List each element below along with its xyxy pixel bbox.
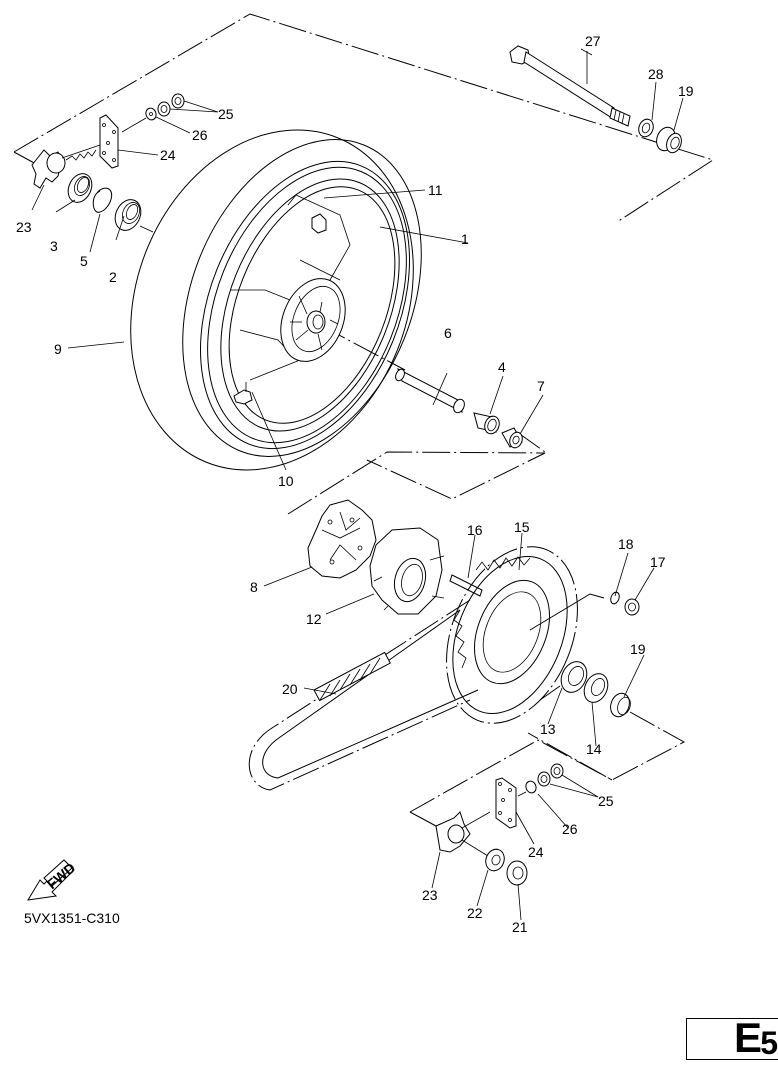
clutch-hub[interactable] bbox=[369, 527, 445, 615]
assembly-boundary-top bbox=[13, 13, 715, 223]
spacer-tube[interactable] bbox=[394, 367, 467, 415]
callout-18[interactable]: 18 bbox=[618, 536, 634, 552]
callout-26-upper[interactable]: 26 bbox=[192, 127, 208, 143]
adjuster-washer-right[interactable] bbox=[524, 780, 538, 795]
callout-22[interactable]: 22 bbox=[467, 905, 483, 921]
callout-11[interactable]: 11 bbox=[428, 182, 443, 198]
callout-19-left[interactable]: 19 bbox=[678, 83, 694, 99]
callout-19-right[interactable]: 19 bbox=[630, 641, 646, 657]
adjuster-washer-left[interactable] bbox=[144, 107, 158, 122]
leader-lines bbox=[31, 48, 684, 921]
axle-nut[interactable] bbox=[506, 860, 528, 886]
callout-17[interactable]: 17 bbox=[650, 554, 666, 570]
forward-arrow-icon: FWD bbox=[27, 859, 79, 901]
adjuster-nut-left-2[interactable] bbox=[171, 93, 185, 109]
section-letter: E bbox=[733, 1014, 762, 1061]
callout-1[interactable]: 1 bbox=[461, 231, 469, 247]
callout-26-lower[interactable]: 26 bbox=[562, 821, 578, 837]
balance-weight[interactable] bbox=[311, 213, 327, 234]
rear-wheel-rim[interactable] bbox=[161, 130, 450, 479]
assembly-boundary-middle bbox=[287, 451, 546, 515]
callout-24-lower[interactable]: 24 bbox=[528, 844, 544, 860]
callout-23-lower[interactable]: 23 bbox=[422, 887, 438, 903]
callout-10[interactable]: 10 bbox=[278, 473, 294, 489]
callout-23-upper[interactable]: 23 bbox=[16, 219, 32, 235]
adjuster-plate-right[interactable] bbox=[495, 777, 517, 829]
tire[interactable] bbox=[81, 87, 466, 513]
oil-seal-left[interactable] bbox=[64, 170, 97, 206]
valve[interactable] bbox=[233, 382, 253, 405]
callout-27[interactable]: 27 bbox=[585, 33, 601, 49]
callout-14[interactable]: 14 bbox=[586, 741, 602, 757]
callout-12[interactable]: 12 bbox=[306, 611, 322, 627]
bearing-right[interactable] bbox=[556, 657, 591, 696]
callout-13[interactable]: 13 bbox=[540, 721, 556, 737]
assembly-boundary-lower-right bbox=[527, 711, 686, 781]
callout-4[interactable]: 4 bbox=[498, 359, 506, 375]
collar-flange-left[interactable] bbox=[653, 125, 684, 155]
adjuster-plate-left[interactable] bbox=[99, 114, 119, 169]
bearing-left[interactable] bbox=[110, 195, 145, 234]
adjuster-nut-right-1[interactable] bbox=[537, 771, 551, 787]
collar-flange-right[interactable] bbox=[607, 691, 632, 720]
callout-15[interactable]: 15 bbox=[514, 519, 530, 535]
chain-puller-right[interactable] bbox=[435, 811, 491, 853]
damper[interactable] bbox=[307, 499, 377, 579]
section-number: 5 bbox=[760, 1025, 778, 1061]
assembly-boundary-lower bbox=[409, 739, 613, 813]
callout-5[interactable]: 5 bbox=[80, 253, 88, 269]
circlip-left[interactable] bbox=[92, 187, 113, 213]
axle-washer-left[interactable] bbox=[636, 117, 655, 139]
axle-washer[interactable] bbox=[483, 847, 507, 874]
callout-16[interactable]: 16 bbox=[467, 522, 483, 538]
callout-20[interactable]: 20 bbox=[282, 681, 298, 697]
callout-labels: 1 2 3 4 5 6 7 8 9 10 11 12 13 14 15 16 1… bbox=[16, 33, 694, 935]
callout-24-upper[interactable]: 24 bbox=[160, 147, 176, 163]
callout-6[interactable]: 6 bbox=[444, 325, 452, 341]
lock-washer[interactable] bbox=[609, 591, 621, 605]
drawing-code: 5VX1351-C310 bbox=[24, 910, 120, 926]
collar[interactable] bbox=[501, 427, 524, 450]
fwd-label: FWD bbox=[44, 859, 79, 892]
chain-puller-left[interactable] bbox=[31, 144, 101, 189]
stud-bolt[interactable] bbox=[449, 574, 483, 597]
callout-3[interactable]: 3 bbox=[50, 238, 58, 254]
oil-seal-right[interactable] bbox=[580, 670, 613, 706]
callout-25-upper[interactable]: 25 bbox=[218, 106, 234, 122]
section-badge: E 5 bbox=[686, 1014, 778, 1061]
wheel-axle[interactable] bbox=[509, 45, 631, 127]
driven-sprocket[interactable] bbox=[422, 527, 602, 743]
needle-bearing[interactable] bbox=[473, 412, 502, 436]
drive-chain[interactable] bbox=[248, 599, 561, 791]
callout-21[interactable]: 21 bbox=[512, 919, 528, 935]
sprocket-leader bbox=[529, 593, 605, 631]
callout-28[interactable]: 28 bbox=[648, 66, 664, 82]
callout-9[interactable]: 9 bbox=[54, 341, 62, 357]
callout-7[interactable]: 7 bbox=[537, 378, 545, 394]
adjuster-nut-left-1[interactable] bbox=[157, 101, 171, 117]
adjuster-nut-right-2[interactable] bbox=[550, 763, 564, 779]
sprocket-nut[interactable] bbox=[624, 598, 640, 616]
callout-25-lower[interactable]: 25 bbox=[598, 793, 614, 809]
callout-2[interactable]: 2 bbox=[109, 269, 117, 285]
callout-8[interactable]: 8 bbox=[250, 579, 258, 595]
